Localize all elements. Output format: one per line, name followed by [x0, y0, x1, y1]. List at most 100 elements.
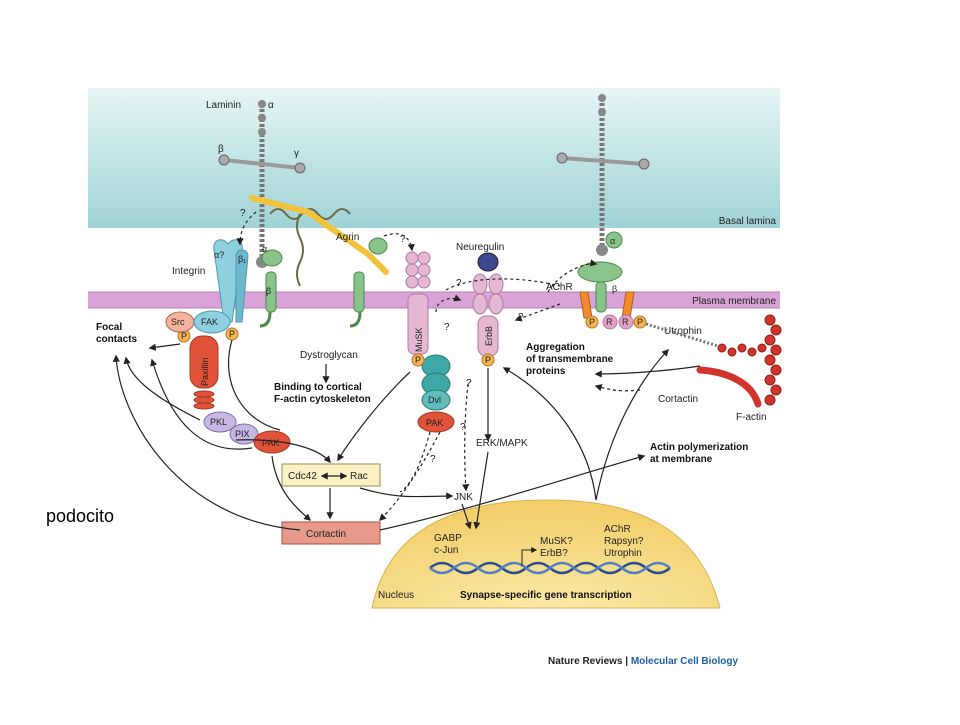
neuregulin — [477, 252, 499, 272]
musk-label: MuSK — [414, 327, 424, 352]
binding-label-2: F-actin cytoskeleton — [274, 394, 371, 405]
phospho-4: P — [485, 355, 491, 365]
plasma-membrane-label: Plasma membrane — [692, 296, 776, 307]
focal-label-2: contacts — [96, 334, 138, 345]
question-mark-8: ? — [460, 422, 466, 433]
phospho-1: P — [181, 331, 187, 341]
nucleus-rapsyn: Rapsyn? — [604, 536, 644, 547]
integrin-label: Integrin — [172, 266, 205, 277]
phospho-6: P — [637, 317, 643, 327]
collagen-fiber — [269, 208, 351, 220]
achr-label: AChR — [546, 282, 573, 293]
solid-arrows — [112, 339, 701, 531]
pak-left-label: PAK — [262, 438, 279, 448]
pak-right — [417, 411, 455, 433]
factin-horizontal — [717, 343, 767, 357]
integrin-beta1: β₁ — [238, 254, 246, 264]
dashed-arrows — [236, 211, 641, 522]
laminin-beta: β — [218, 144, 224, 155]
pix — [229, 423, 259, 445]
question-mark-2: ? — [400, 234, 406, 245]
erk-label: ERK/MAPK — [476, 438, 528, 449]
agrin — [249, 195, 389, 275]
factin-label: F-actin — [736, 412, 767, 423]
jnk-label: JNK — [454, 492, 473, 503]
credit-journal: Nature Reviews — [548, 656, 623, 667]
paxillin-repeats — [193, 390, 215, 410]
transcription-label: Synapse-specific gene transcription — [460, 590, 632, 601]
dg-right-alpha: α — [610, 236, 615, 246]
cdc42-label: Cdc42 — [288, 471, 317, 482]
utrophin-label: Utrophin — [664, 326, 702, 337]
question-mark-4: ? — [444, 322, 450, 333]
dvl — [421, 354, 451, 411]
nucleus-achr: AChR — [604, 524, 631, 535]
question-mark-5: ? — [518, 312, 524, 323]
nucleus-erbb: ErbB? — [540, 548, 568, 559]
achr-cluster — [577, 261, 635, 319]
src-label: Src — [171, 317, 185, 327]
phospho-group — [177, 315, 647, 367]
rapsyn-1 — [602, 314, 618, 330]
credit-text: Nature Reviews | Molecular Cell Biology — [548, 656, 739, 667]
dystroglycan-label: Dystroglycan — [300, 350, 358, 361]
basal-lamina-region — [88, 88, 780, 228]
side-caption: podocito — [46, 506, 115, 526]
credit-separator: | — [622, 656, 630, 667]
dna-helix — [429, 561, 671, 575]
binding-label-1: Binding to cortical — [274, 382, 362, 393]
pkl-label: PKL — [210, 417, 227, 427]
rac-label: Rac — [350, 471, 368, 482]
pak-right-label: PAK — [426, 418, 443, 428]
integrin — [213, 239, 249, 323]
dystroglycan-mid — [349, 237, 388, 328]
laminin-right — [556, 94, 650, 256]
factin-filament — [764, 314, 782, 406]
question-mark-3: ? — [456, 278, 462, 289]
question-mark-6: ? — [466, 378, 472, 389]
aggregation-label-1: Aggregation — [526, 342, 585, 353]
fak — [193, 310, 231, 334]
plasma-membrane — [88, 292, 780, 308]
cortactin-box — [281, 521, 381, 545]
phospho-3: P — [415, 355, 421, 365]
fak-label: FAK — [201, 317, 218, 327]
dg-beta: β — [266, 286, 271, 296]
agrin-right — [605, 231, 623, 249]
aggregation-label-2: of transmembrane — [526, 354, 614, 365]
paxillin — [189, 335, 219, 389]
pak-left — [253, 430, 291, 454]
laminin-label: Laminin — [206, 100, 241, 111]
question-mark-1: ? — [240, 208, 246, 219]
nucleus-gabp: GABP — [434, 533, 462, 544]
nucleus-utrophin: Utrophin — [604, 548, 642, 559]
pix-label: PIX — [235, 429, 250, 439]
question-mark-7: ? — [430, 454, 436, 465]
laminin-left — [218, 100, 306, 268]
nucleus-label: Nucleus — [378, 590, 414, 601]
aggregation-label-3: proteins — [526, 366, 566, 377]
cortactin-right-label: Cortactin — [658, 394, 698, 405]
neuregulin-label: Neuregulin — [456, 242, 504, 253]
rapsyn-r1: R — [606, 317, 613, 327]
agrin-label: Agrin — [336, 232, 359, 243]
actin-poly-label-1: Actin polymerization — [650, 442, 748, 453]
phospho-2: P — [229, 329, 235, 339]
phospho-5: P — [589, 317, 595, 327]
rapsyn-2 — [618, 314, 634, 330]
nucleus-cjun: c-Jun — [434, 545, 458, 556]
cortactin-strand — [696, 366, 762, 408]
basal-lamina-label: Basal lamina — [719, 216, 777, 227]
nucleus-region — [371, 499, 721, 609]
dvl-label: Dvl — [428, 395, 441, 405]
focal-label-1: Focal — [96, 322, 122, 333]
dystroglycan-left — [259, 249, 283, 328]
integrin-alpha: α? — [214, 250, 224, 260]
pkl — [203, 411, 237, 433]
erbb-label: ErbB — [484, 326, 494, 346]
cortactin-label: Cortactin — [306, 529, 346, 540]
rapsyn-r2: R — [622, 317, 629, 327]
dg-alpha: α — [262, 244, 267, 254]
